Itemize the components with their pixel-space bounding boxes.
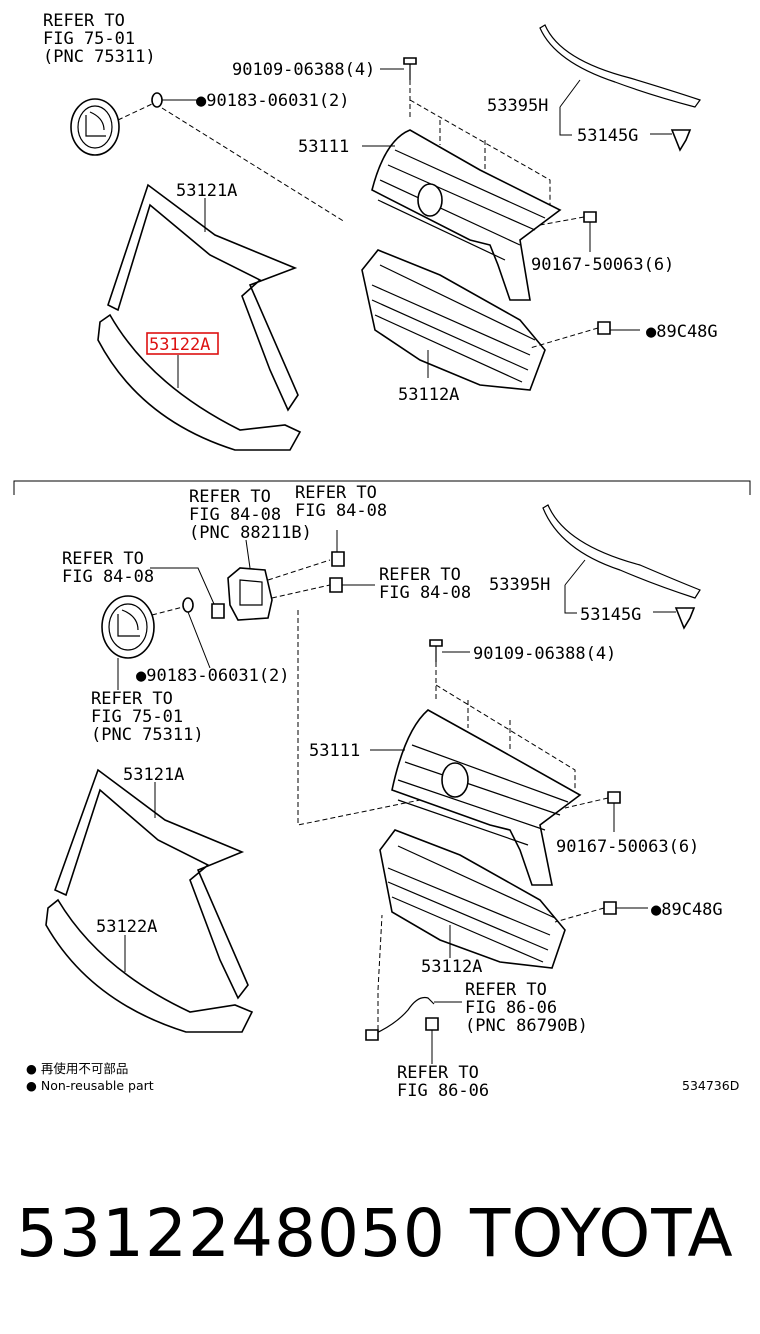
- sensor-bracket-part: [227, 567, 273, 621]
- label-90183-bottom: ●90183-06031(2): [136, 666, 290, 686]
- label-90183-top: ●90183-06031(2): [196, 91, 350, 111]
- label-90167-bottom: 90167-50063(6): [556, 837, 699, 857]
- ref-wire-line2: FIG 86-06: [465, 998, 557, 1018]
- wire-connector-part: [365, 1029, 379, 1041]
- ref-bottom-line1: REFER TO: [397, 1063, 479, 1083]
- ref-emblem-line2: FIG 75-01: [91, 707, 183, 727]
- clip-90183-part: [151, 92, 163, 108]
- ref-emblem-line1: REFER TO: [91, 689, 173, 709]
- clip-53145-part: [670, 129, 692, 152]
- section-divider: [13, 480, 751, 495]
- ref-emblem-top-line3: (PNC 75311): [43, 47, 156, 67]
- label-53111-bottom: 53111: [309, 741, 360, 761]
- ref-sensor-line3: (PNC 88211B): [189, 523, 312, 543]
- clip-90167-part-bottom: [607, 791, 621, 804]
- molding-53122-part-bottom: [45, 898, 254, 1033]
- ref-bottom-line2: FIG 86-06: [397, 1081, 489, 1101]
- emblem-part-bottom: [101, 595, 155, 659]
- molding-53395-part-bottom: [542, 504, 701, 599]
- highlight-box: [146, 332, 219, 355]
- legend-en: ● Non-reusable part: [26, 1078, 154, 1093]
- ref-wire-line3: (PNC 86790B): [465, 1016, 588, 1036]
- label-53112-bottom: 53112A: [421, 957, 482, 977]
- label-53122-bottom: 53122A: [96, 917, 157, 937]
- ref-bolt-b-line2: FIG 84-08: [379, 583, 471, 603]
- label-53121-bottom: 53121A: [123, 765, 184, 785]
- molding-53395-part: [539, 24, 701, 108]
- label-90109-bottom: 90109-06388(4): [473, 644, 616, 664]
- ref-nut-line1: REFER TO: [62, 549, 144, 569]
- label-53112-top: 53112A: [398, 385, 459, 405]
- grille-53111-part: [371, 129, 562, 301]
- brand-name: TOYOTA: [469, 1195, 734, 1272]
- label-89c48-bottom: ●89C48G: [651, 900, 723, 920]
- grille-53111-part-bottom: [391, 709, 582, 886]
- bolt-90109-part: [403, 57, 417, 80]
- label-89c48-top: ●89C48G: [646, 322, 718, 342]
- ref-wire-line1: REFER TO: [465, 980, 547, 1000]
- top-section: REFER TO FIG 75-01 (PNC 75311) 90109-063…: [43, 11, 718, 451]
- wire-clip-part: [425, 1017, 439, 1031]
- legend-cn: ● 再使用不可部品: [26, 1061, 128, 1076]
- grille-53112-part: [361, 249, 546, 391]
- ref-emblem-line3: (PNC 75311): [91, 725, 204, 745]
- label-53122-top: 53122A: [149, 335, 210, 355]
- molding-53121-part: [107, 183, 299, 412]
- emblem-part: [70, 98, 120, 156]
- bolt-ref-a-part: [331, 551, 345, 567]
- diagram-code: 534736D: [682, 1078, 739, 1093]
- label-53395-top: 53395H: [487, 96, 548, 116]
- bolt-ref-b-part: [329, 577, 343, 593]
- clip-53145-part-bottom: [674, 607, 696, 630]
- label-53145-top: 53145G: [577, 126, 638, 146]
- bolt-90109-part-bottom: [429, 639, 443, 662]
- label-53121-top: 53121A: [176, 181, 237, 201]
- label-53395-bottom: 53395H: [489, 575, 550, 595]
- ref-bolt-a-line2: FIG 84-08: [295, 501, 387, 521]
- clip-90167-part: [583, 211, 597, 223]
- ref-bolt-b-line1: REFER TO: [379, 565, 461, 585]
- label-90109-top: 90109-06388(4): [232, 60, 375, 80]
- ref-emblem-top-line1: REFER TO: [43, 11, 125, 31]
- clip-90183-part-bottom: [182, 597, 194, 613]
- grille-53112-part-bottom: [379, 829, 566, 969]
- clip-89c48-part-bottom: [603, 901, 617, 915]
- molding-53122-part: [97, 313, 302, 451]
- label-53111-top: 53111: [298, 137, 349, 157]
- label-53145-bottom: 53145G: [580, 605, 641, 625]
- clip-89c48-part: [597, 321, 611, 335]
- wire-harness-part: [371, 996, 435, 1036]
- ref-nut-line2: FIG 84-08: [62, 567, 154, 587]
- ref-bolt-a-line1: REFER TO: [295, 483, 377, 503]
- ref-sensor-line2: FIG 84-08: [189, 505, 281, 525]
- bottom-section: REFER TO FIG 84-08 (PNC 88211B) REFER TO…: [45, 483, 723, 1101]
- part-number: 5312248050: [16, 1195, 446, 1272]
- ref-sensor-line1: REFER TO: [189, 487, 271, 507]
- label-90167-top: 90167-50063(6): [531, 255, 674, 275]
- molding-53121-part-bottom: [53, 768, 249, 1000]
- ref-emblem-top-line2: FIG 75-01: [43, 29, 135, 49]
- nut-part: [211, 603, 225, 619]
